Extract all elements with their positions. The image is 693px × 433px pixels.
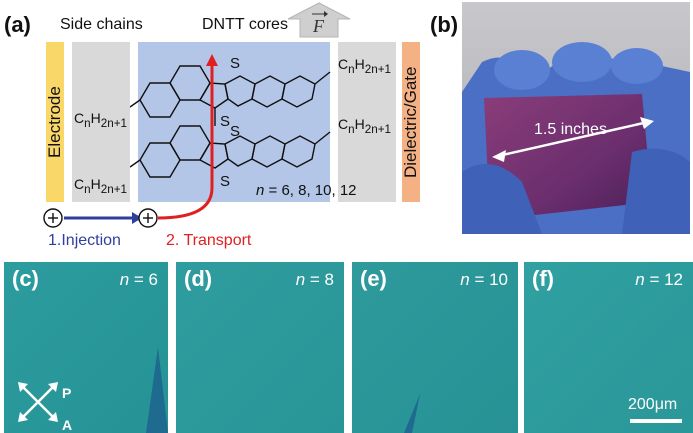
panel-c-n-value: = 6 <box>133 270 158 289</box>
injection-label: 1.Injection <box>48 232 121 249</box>
force-arrow-icon: F <box>287 2 351 38</box>
panel-c-n-label: n = 6 <box>119 270 158 289</box>
side-chain-region-right <box>338 42 396 202</box>
panel-d-label: (d) <box>184 266 213 291</box>
micrograph-f: (f) n = 12 200μm <box>524 262 693 433</box>
sulfur-atom-2: S <box>220 113 230 130</box>
panel-f-label: (f) <box>532 266 554 291</box>
polarizer-p-label: P <box>62 385 71 401</box>
side-chain-region-left <box>72 42 130 202</box>
side-chain-formula-4: CnH2n+1 <box>338 116 391 136</box>
transport-label: 2. Transport <box>166 232 252 249</box>
micrograph-c: (c) n = 6 P A <box>4 262 168 433</box>
micrograph-e: (e) n = 10 <box>352 262 518 433</box>
panel-e-n-value: = 10 <box>474 270 508 289</box>
panel-e-label: (e) <box>360 266 387 291</box>
side-chains-label: Side chains <box>60 16 143 33</box>
side-chain-formula-3: CnH2n+1 <box>338 56 391 76</box>
panel-f-n-label: n = 12 <box>635 270 683 289</box>
charge-path-arrows <box>43 54 218 228</box>
analyzer-a-label: A <box>62 417 72 432</box>
electrode-bar <box>46 42 64 202</box>
panel-d-n-value: = 8 <box>309 270 334 289</box>
sulfur-atom-1: S <box>230 55 240 72</box>
dntt-core-region <box>138 42 330 202</box>
scale-bar <box>630 419 682 423</box>
n-values-label: n = 6, 8, 10, 12 <box>256 182 357 199</box>
crystal-domain-shape-e <box>404 394 420 433</box>
force-symbol: F <box>312 16 325 36</box>
side-chain-formula-2: CnH2n+1 <box>74 176 127 196</box>
panel-f-n-value: = 12 <box>649 270 683 289</box>
panel-a-label: (a) <box>4 12 31 37</box>
panel-c-label: (c) <box>12 266 39 291</box>
dntt-molecule-drawing: S S S S <box>130 55 331 190</box>
micrograph-d: (d) n = 8 <box>176 262 344 433</box>
polarizer-cross-icon: P A <box>18 382 72 432</box>
panel-d-n-label: n = 8 <box>295 270 334 289</box>
crystal-domain-shape <box>146 347 168 433</box>
n-values-text: = 6, 8, 10, 12 <box>268 182 357 199</box>
dielectric-label: Dielectric/Gate <box>401 66 420 178</box>
scale-bar-label: 200μm <box>628 396 678 413</box>
dielectric-bar <box>402 42 420 202</box>
dntt-cores-label: DNTT cores <box>202 16 288 33</box>
panel-b-label: (b) <box>430 12 459 37</box>
sulfur-atom-4: S <box>220 173 230 190</box>
panel-e-n-label: n = 10 <box>460 270 508 289</box>
sample-photo: 1.5 inches <box>462 2 690 234</box>
dimension-label: 1.5 inches <box>534 121 607 138</box>
sulfur-atom-3: S <box>230 123 240 140</box>
side-chain-formula-1: CnH2n+1 <box>74 110 127 130</box>
